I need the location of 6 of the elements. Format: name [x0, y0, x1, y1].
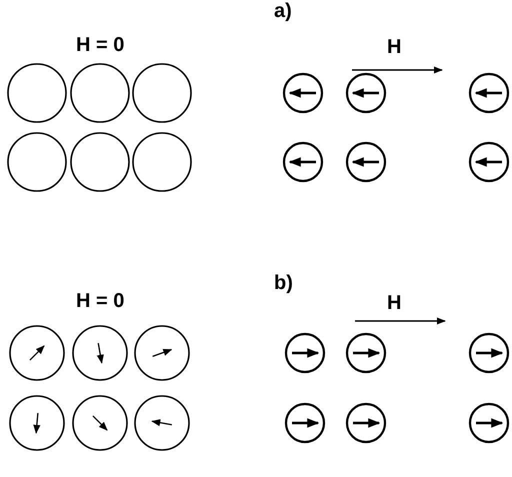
- field-label: H: [387, 36, 402, 58]
- panel-label: b): [274, 272, 293, 294]
- field-label: H = 0: [76, 34, 124, 56]
- field-label: H: [387, 292, 402, 314]
- panel-label: a): [274, 0, 292, 22]
- field-label: H = 0: [76, 290, 124, 312]
